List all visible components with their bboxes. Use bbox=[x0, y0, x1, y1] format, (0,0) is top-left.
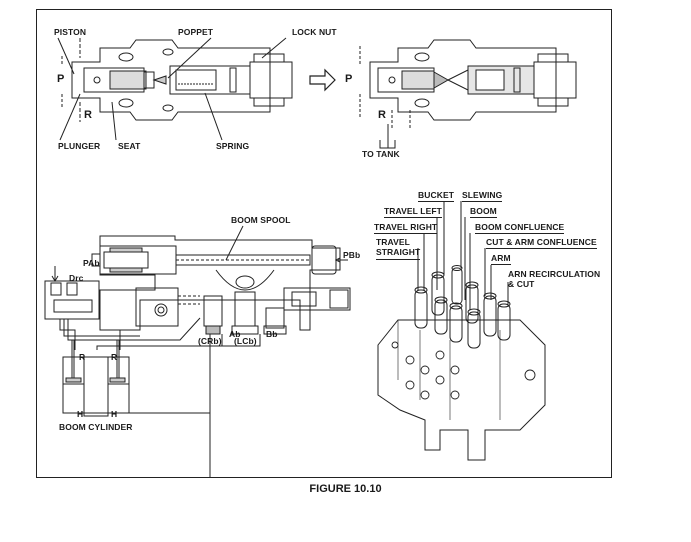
label-boom: BOOM bbox=[470, 206, 497, 218]
label-boom-confluence: BOOM CONFLUENCE bbox=[475, 222, 565, 234]
label-cut-arm-confluence: CUT & ARM CONFLUENCE bbox=[486, 237, 597, 249]
label-lcb: (LCb) bbox=[234, 336, 257, 346]
control-valve-assembly-drawing bbox=[377, 201, 546, 461]
label-slewing: SLEWING bbox=[462, 190, 503, 202]
label-crb: (CRb) bbox=[198, 336, 222, 346]
relief-valve-open-drawing bbox=[359, 39, 577, 149]
label-drc: Drc bbox=[69, 273, 84, 283]
label-to-tank: TO TANK bbox=[362, 149, 400, 159]
label-travel-straight: TRAVEL STRAIGHT bbox=[376, 237, 421, 260]
label-lock-nut: LOCK NUT bbox=[292, 27, 337, 37]
label-seat: SEAT bbox=[118, 141, 141, 151]
transition-arrow-icon bbox=[309, 68, 336, 92]
label-boom-spool: BOOM SPOOL bbox=[231, 215, 291, 225]
label-pab: PAb bbox=[83, 258, 100, 268]
label-r-right: R bbox=[111, 352, 118, 362]
label-pbb: PBb bbox=[343, 250, 361, 260]
label-spring: SPRING bbox=[216, 141, 250, 151]
label-port-r: R bbox=[84, 109, 93, 121]
label-open-port-p: P bbox=[345, 73, 353, 85]
label-h-left: H bbox=[77, 409, 84, 419]
label-bb: Bb bbox=[266, 329, 278, 339]
label-bucket: BUCKET bbox=[418, 190, 455, 202]
boom-spool-circuit-drawing bbox=[44, 225, 351, 478]
label-travel-left: TRAVEL LEFT bbox=[384, 206, 442, 218]
label-boom-cylinder: BOOM CYLINDER bbox=[59, 422, 133, 432]
label-open-port-r: R bbox=[378, 109, 387, 121]
label-poppet: POPPET bbox=[178, 27, 214, 37]
label-ab: Ab bbox=[229, 329, 241, 339]
label-h-right: H bbox=[111, 409, 118, 419]
relief-valve-closed-drawing bbox=[57, 37, 293, 141]
label-arm: ARM bbox=[491, 253, 511, 265]
label-r-left: R bbox=[79, 352, 86, 362]
label-arm-recirculation-cut: ARN RECIRCULATION & CUT bbox=[508, 269, 601, 289]
label-port-p: P bbox=[57, 73, 65, 85]
figure-frame bbox=[36, 9, 612, 478]
label-piston: PISTON bbox=[54, 27, 87, 37]
figure-caption: FIGURE 10.10 bbox=[309, 483, 382, 495]
label-travel-right: TRAVEL RIGHT bbox=[374, 222, 438, 234]
label-plunger: PLUNGER bbox=[58, 141, 101, 151]
